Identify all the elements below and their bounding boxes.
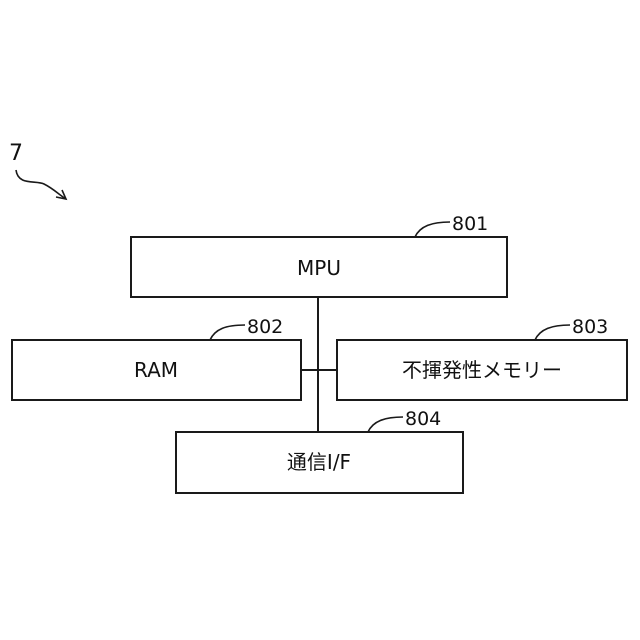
mpu-ref-leader — [415, 222, 450, 237]
ram-block: RAM 802 — [12, 316, 301, 400]
nvm-block: 不揮発性メモリー 803 — [337, 316, 627, 400]
figure-ref-number: 7 — [9, 141, 23, 166]
mpu-block: MPU 801 — [131, 213, 507, 297]
comm-label: 通信I/F — [287, 450, 351, 474]
comm-ref-leader — [368, 417, 403, 432]
comm-block: 通信I/F 804 — [176, 408, 463, 493]
ram-label: RAM — [134, 358, 178, 382]
nvm-ref-leader — [535, 325, 570, 340]
mpu-label: MPU — [297, 256, 341, 280]
comm-ref-number: 804 — [405, 408, 441, 430]
ram-ref-leader — [210, 325, 245, 340]
figure-ref-arrow — [16, 170, 66, 199]
nvm-ref-number: 803 — [572, 316, 608, 338]
nvm-label: 不揮発性メモリー — [402, 358, 562, 382]
ram-ref-number: 802 — [247, 316, 283, 338]
mpu-ref-number: 801 — [452, 213, 488, 235]
